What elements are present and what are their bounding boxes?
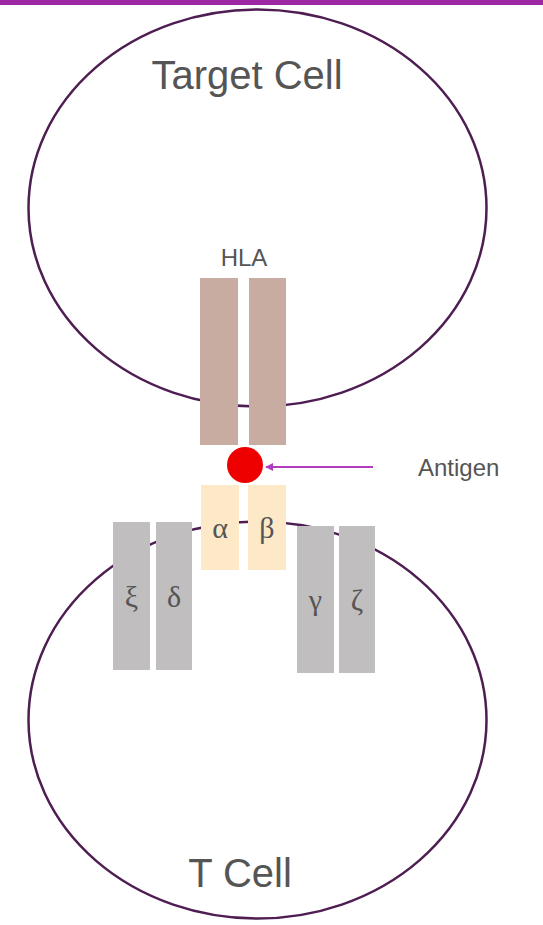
cd3-chain: ζ [339,526,375,673]
chain-letter: α [212,511,228,544]
chain-letter: δ [167,580,181,613]
tcr-chain: β [248,485,286,570]
chain-letter: γ [309,583,322,616]
cell-label: Target Cell [151,53,342,97]
antigen-dot [227,447,263,483]
cd3-chain: ξ [113,522,150,670]
tcr-chain: α [201,485,239,570]
hla-chain [200,278,238,445]
antigen-pointer [266,466,373,468]
antigen-label: Antigen [418,455,499,481]
t-cell: T Cell [27,520,488,920]
chain-letter: β [259,511,274,544]
chain-letter: ξ [125,580,138,613]
top-rule [0,0,543,5]
cell-membrane [29,522,487,919]
cd3-chain: δ [156,522,192,670]
cd3-chain: γ [297,526,334,673]
hla-chain [249,278,286,445]
cell-label: T Cell [188,851,292,895]
hla-label: HLA [221,245,268,271]
chain-letter: ζ [351,583,363,616]
